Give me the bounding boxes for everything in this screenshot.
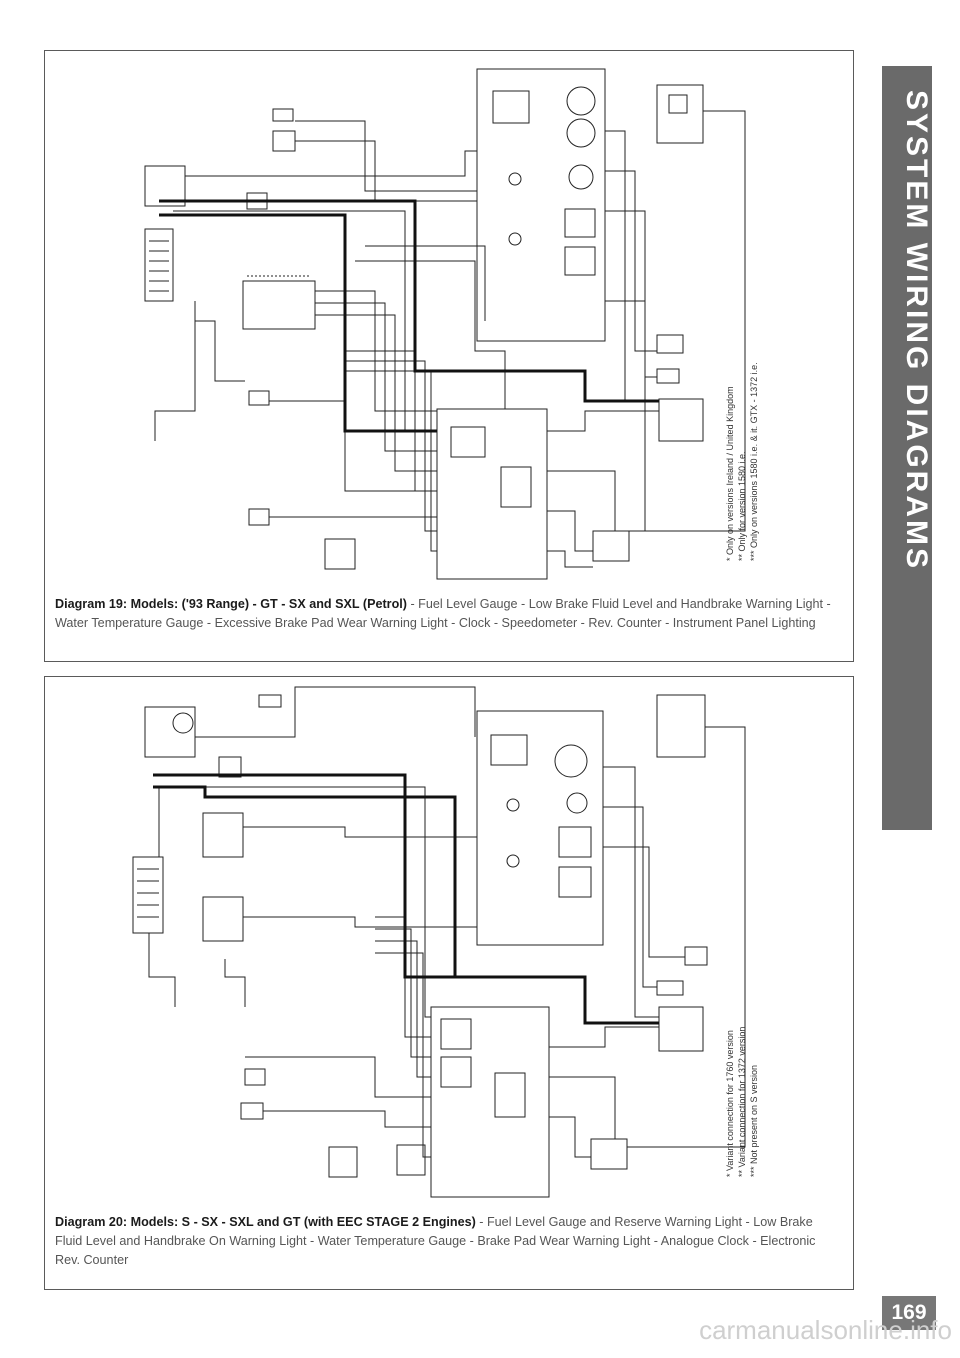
diagram-19-panel: * Only on versions Ireland / United King… <box>44 50 854 662</box>
diagram-19-caption-title: Diagram 19: Models: ('93 Range) - GT - S… <box>55 597 407 611</box>
diagram-19-schematic: * Only on versions Ireland / United King… <box>144 68 759 580</box>
diagram-20-schematic: * Variant connection for 1760 version **… <box>132 686 759 1198</box>
sidebar-title: SYSTEM WIRING DIAGRAMS <box>900 90 932 571</box>
diagram-20-note-3: *** Not present on S version <box>749 1065 759 1177</box>
diagram-19-caption: Diagram 19: Models: ('93 Range) - GT - S… <box>55 595 843 633</box>
diagram-20-panel: * Variant connection for 1760 version **… <box>44 676 854 1290</box>
diagram-19-note-3: *** Only on versions 1580 i.e. & it. GTX… <box>749 362 759 561</box>
sidebar-tab: SYSTEM WIRING DIAGRAMS <box>882 66 932 830</box>
diagram-19-note-2: ** Only for version 1580 i.e. <box>737 451 747 561</box>
diagram-20-note-1: * Variant connection for 1760 version <box>725 1030 735 1177</box>
page-number: 169 <box>882 1296 936 1330</box>
diagram-19-note-1: * Only on versions Ireland / United King… <box>725 386 735 561</box>
sidebar-title-graphic: SYSTEM WIRING DIAGRAMS <box>900 90 932 571</box>
diagram-20-caption: Diagram 20: Models: S - SX - SXL and GT … <box>55 1213 843 1270</box>
fusebox-17 <box>144 228 174 302</box>
diagram-19-caption-text: - Fuel Level Gauge - Low Brake Fluid Lev… <box>55 597 831 630</box>
watermark: carmanualsonline.info <box>699 1315 952 1345</box>
diagram-20-caption-text: - Fuel Level Gauge and Reserve Warning L… <box>55 1215 816 1267</box>
diagram-20-caption-title: Diagram 20: Models: S - SX - SXL and GT … <box>55 1215 476 1229</box>
diagram-20-note-2: ** Variant connection for 1372 version <box>737 1027 747 1177</box>
